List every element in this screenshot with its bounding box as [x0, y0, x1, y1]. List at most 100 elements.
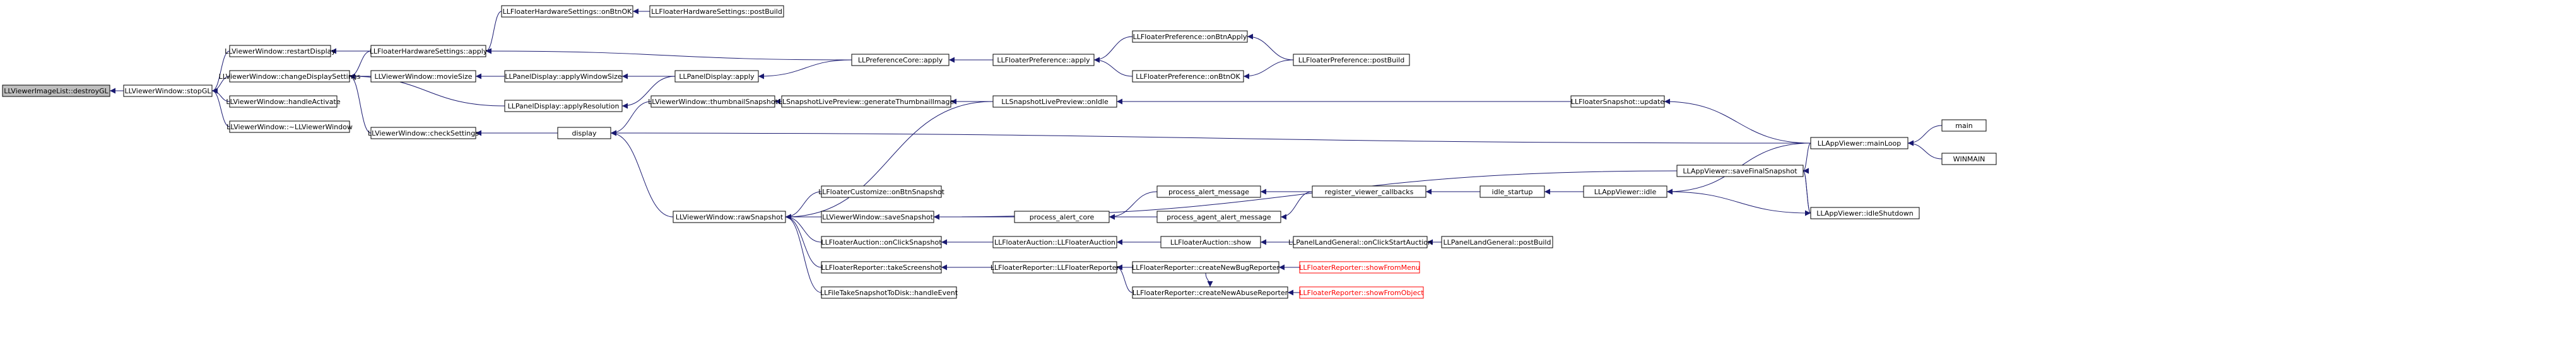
node-createAbuseReporter[interactable]: LLFloaterReporter::createNewAbuseReporte… — [1132, 286, 1288, 299]
node-customizeSnap[interactable]: LLFloaterCustomize::onBtnSnapshot — [818, 185, 945, 198]
node-label: main — [1955, 122, 1973, 130]
node-box — [821, 185, 942, 198]
node-rawSnapshot[interactable]: LLViewerWindow::rawSnapshot — [673, 211, 786, 223]
node-prefCoreApply[interactable]: LLPreferenceCore::apply — [851, 54, 950, 66]
node-label: LLViewerWindow::movieSize — [375, 73, 473, 81]
node-label: LLFloaterReporter::createNewAbuseReporte… — [1132, 289, 1288, 297]
node-appIdle[interactable]: LLAppViewer::idle — [1583, 185, 1667, 198]
node-floaterPrefApply[interactable]: LLFloaterPreference::apply — [992, 54, 1095, 66]
node-processAlertCore[interactable]: process_alert_core — [1014, 211, 1110, 223]
node-box — [851, 54, 950, 66]
node-genThumb[interactable]: LLSnapshotLivePreview::generateThumbnail… — [779, 95, 954, 108]
node-label: LLPanelDisplay::applyWindowSize — [505, 73, 622, 81]
node-mainLoop[interactable]: LLAppViewer::mainLoop — [1810, 137, 1908, 149]
node-winmain[interactable]: WINMAIN — [1941, 153, 1997, 165]
node-box — [1810, 207, 1920, 219]
node-label: LLFloaterHardwareSettings::apply — [370, 47, 488, 55]
node-saveFinalSnapshot[interactable]: LLAppViewer::saveFinalSnapshot — [1676, 165, 1804, 177]
node-box — [992, 95, 1117, 108]
node-box — [557, 127, 611, 139]
node-box — [781, 95, 951, 108]
node-box — [1941, 119, 1987, 132]
node-processAlertMessage[interactable]: process_alert_message — [1156, 185, 1261, 198]
node-box — [650, 95, 775, 108]
node-processAgentAlert[interactable]: process_agent_alert_message — [1156, 211, 1281, 223]
node-changeDisplaySettings[interactable]: LLViewerWindow::changeDisplaySettings — [219, 70, 361, 83]
node-panelDisplayApply[interactable]: LLPanelDisplay::apply — [674, 70, 759, 83]
node-dtorViewerWindow[interactable]: LLViewerWindow::~LLViewerWindow — [226, 120, 353, 133]
node-label: LLViewerWindow::stopGL — [124, 87, 211, 95]
node-main[interactable]: main — [1941, 119, 1987, 132]
node-reporterCtor[interactable]: LLFloaterReporter::LLFloaterReporter — [991, 261, 1120, 274]
node-applyResolution[interactable]: LLPanelDisplay::applyResolution — [504, 100, 623, 112]
node-auctionOnClick[interactable]: LLFloaterAuction::onClickSnapshot — [821, 236, 942, 248]
node-label: LLFloaterAuction::LLFloaterAuction — [994, 238, 1115, 247]
node-createBugReporter[interactable]: LLFloaterReporter::createNewBugReporter — [1132, 261, 1279, 274]
node-hwApply[interactable]: LLFloaterHardwareSettings::apply — [370, 45, 488, 57]
node-prefOnBtnApply[interactable]: LLFloaterPreference::onBtnApply — [1132, 30, 1248, 43]
node-onIdle[interactable]: LLSnapshotLivePreview::onIdle — [992, 95, 1117, 108]
node-box — [1312, 185, 1426, 198]
node-label: LLFloaterReporter::LLFloaterReporter — [991, 264, 1120, 272]
node-destroyGL[interactable]: LLViewerImageList::destroyGL — [2, 84, 110, 97]
edge-main-to-mainLoop — [1907, 125, 1943, 146]
node-hwPostBuild[interactable]: LLFloaterHardwareSettings::postBuild — [649, 5, 784, 18]
node-showFromObject[interactable]: LLFloaterReporter::showFromObject — [1299, 286, 1424, 299]
node-box — [1299, 261, 1420, 274]
node-showFromMenu[interactable]: LLFloaterReporter::showFromMenu — [1299, 261, 1420, 274]
node-prefOnBtnOK[interactable]: LLFloaterPreference::onBtnOK — [1132, 70, 1244, 83]
edge-registerCallbacks-to-processAgentAlert — [1280, 191, 1313, 220]
edge-thumbnailSnapshot-to-display — [610, 101, 652, 136]
node-stopGL[interactable]: LLViewerWindow::stopGL — [123, 84, 213, 97]
node-thumbnailSnapshot[interactable]: LLViewerWindow::thumbnailSnapshot — [648, 95, 779, 108]
node-auctionCtor[interactable]: LLFloaterAuction::LLFloaterAuction — [992, 236, 1117, 248]
edge-processAlertMessage-to-processAlertCore — [1109, 191, 1158, 220]
node-saveSnapshot[interactable]: LLViewerWindow::saveSnapshot — [821, 211, 934, 223]
node-registerCallbacks[interactable]: register_viewer_callbacks — [1312, 185, 1426, 198]
node-handleActivate[interactable]: LLViewerWindow::handleActivate — [226, 95, 341, 108]
node-box — [229, 70, 350, 83]
node-label: LLViewerWindow::rawSnapshot — [676, 213, 784, 221]
node-fileTakeSnapshot[interactable]: LLFileTakeSnapshotToDisk::handleEvent — [820, 286, 958, 299]
node-display[interactable]: display — [557, 127, 611, 139]
edge-rawSnapshot-to-display — [610, 130, 674, 218]
edge-auctionOnClick-to-rawSnapshot — [785, 214, 822, 243]
edge-prefPostBuild-to-prefOnBtnOK — [1243, 59, 1294, 79]
node-landPostBuild[interactable]: LLPanelLandGeneral::postBuild — [1441, 236, 1553, 248]
node-applyWindowSize[interactable]: LLPanelDisplay::applyWindowSize — [504, 70, 623, 83]
node-label: LLFloaterAuction::onClickSnapshot — [821, 238, 942, 247]
edge-mainLoop-to-saveFinalSnapshot — [1803, 142, 1811, 174]
edge-winmain-to-mainLoop — [1907, 140, 1943, 160]
edge-reporterTakeScreenshot-to-rawSnapshot — [785, 214, 822, 268]
node-box — [1583, 185, 1667, 198]
node-box — [1132, 286, 1288, 299]
node-box — [992, 54, 1095, 66]
node-box — [1676, 165, 1804, 177]
node-label: process_alert_core — [1030, 213, 1095, 221]
node-label: LLViewerWindow::saveSnapshot — [822, 213, 933, 221]
node-label: LLFloaterReporter::showFromObject — [1299, 289, 1424, 297]
edge-mainLoop-to-snapUpdate — [1664, 98, 1811, 144]
node-moveSize[interactable]: LLViewerWindow::movieSize — [370, 70, 476, 83]
node-idleShutdown[interactable]: LLAppViewer::idleShutdown — [1810, 207, 1920, 219]
node-box — [1132, 30, 1248, 43]
node-auctionShow[interactable]: LLFloaterAuction::show — [1160, 236, 1261, 248]
node-box — [1156, 211, 1281, 223]
node-box — [2, 84, 110, 97]
node-label: LLViewerWindow::~LLViewerWindow — [226, 123, 353, 131]
node-idleStartup[interactable]: idle_startup — [1479, 185, 1545, 198]
node-box — [370, 70, 476, 83]
node-snapUpdate[interactable]: LLFloaterSnapshot::update — [1570, 95, 1665, 108]
node-hwOnBtnOK[interactable]: LLFloaterHardwareSettings::onBtnOK — [501, 5, 633, 18]
node-landOnClickStartAuction[interactable]: LLPanelLandGeneral::onClickStartAuction — [1288, 236, 1432, 248]
node-reporterTakeScreenshot[interactable]: LLFloaterReporter::takeScreenshot — [821, 261, 942, 274]
node-restartDisplay[interactable]: LLViewerWindow::restartDisplay — [225, 45, 336, 57]
edge-prefCoreApply-to-hwApply — [485, 48, 852, 61]
node-box — [1810, 137, 1908, 149]
node-label: LLPanelDisplay::apply — [679, 73, 755, 81]
edge-layer — [110, 8, 1943, 296]
node-box — [1293, 54, 1410, 66]
node-checkSettings[interactable]: LLViewerWindow::checkSettings — [368, 127, 479, 139]
node-prefPostBuild[interactable]: LLFloaterPreference::postBuild — [1293, 54, 1410, 66]
